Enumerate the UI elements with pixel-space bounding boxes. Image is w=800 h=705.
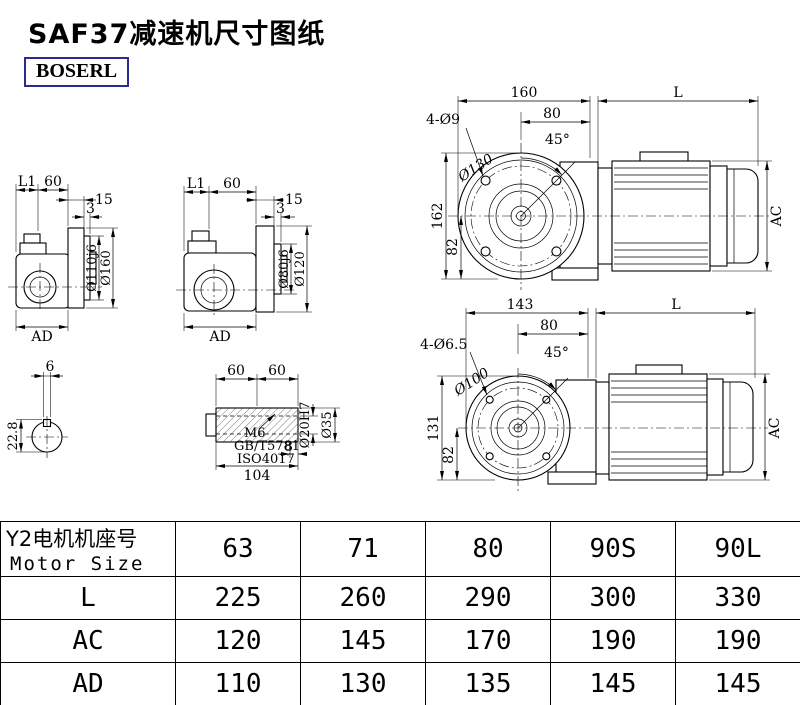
label-thread: M6 xyxy=(244,426,266,441)
row-label-L: L xyxy=(0,576,176,620)
dim-bore: Ø20H7 xyxy=(298,402,313,449)
dim-outer-dia: Ø35 xyxy=(320,411,335,438)
row-label-AD: AD xyxy=(0,662,176,705)
dim-width: 160 xyxy=(511,85,538,101)
label-standard-gb: GB/T5781 xyxy=(234,439,300,454)
motor-size-label-cn: Y2电机机座号 xyxy=(6,527,138,551)
dim-ad: AD xyxy=(30,329,52,345)
view-shaft-end: 6 22.8 xyxy=(6,359,68,458)
AD-value: 110 xyxy=(175,662,301,705)
L-value: 300 xyxy=(550,576,676,620)
dim-80: 80 xyxy=(543,106,561,122)
dim-key-height: 22.8 xyxy=(6,422,21,451)
fan-cover xyxy=(722,381,754,473)
dim-flange-dia: Ø160 xyxy=(99,250,114,285)
AD-value: 145 xyxy=(550,662,676,705)
table-row-AC: AC 120 145 170 190 190 xyxy=(0,619,800,663)
dim-8: 8 xyxy=(284,439,293,455)
technical-drawing: L1 60 15 3 Ø110j6 Ø160 AD xyxy=(6,85,785,492)
view-side-flange-120: L1 60 15 3 Ø80j6 Ø120 AD xyxy=(176,176,312,345)
dim-l1: L1 xyxy=(18,174,36,190)
dim-holes: 4-Ø9 xyxy=(426,112,460,128)
row-label-AC: AC xyxy=(0,619,176,663)
dim-ac: AC xyxy=(767,418,783,440)
L-value: 260 xyxy=(300,576,426,620)
dim-height: 131 xyxy=(426,415,442,442)
view-hollow-shaft-detail: 60 60 M6 GB/T5781 ISO4017 8 104 Ø20H7 Ø3… xyxy=(205,363,340,484)
motor-body xyxy=(608,373,708,481)
dim-104: 104 xyxy=(244,468,271,484)
dim-half-height: 82 xyxy=(441,446,457,464)
AC-value: 190 xyxy=(550,619,676,663)
dimension-table: Y2电机机座号 Motor Size 63 71 80 90S 90L L 22… xyxy=(0,521,800,705)
AD-value: 130 xyxy=(300,662,426,705)
view-front-motor-top: 45° 160 L 80 4-Ø9 Ø130 162 82 AC xyxy=(426,85,785,290)
dim-angle: 45° xyxy=(544,345,569,361)
AC-value: 145 xyxy=(300,619,426,663)
motor-size-header-cell: Y2电机机座号 Motor Size xyxy=(0,521,176,577)
dim-pilot-dia: Ø80j6 xyxy=(277,249,292,289)
AD-value: 135 xyxy=(425,662,551,705)
motor-size-value: 90L xyxy=(675,521,800,577)
table-row-L: L 225 260 290 300 330 xyxy=(0,576,800,620)
label-standard-iso: ISO4017 xyxy=(237,452,295,467)
dim-60: 60 xyxy=(44,174,62,190)
dim-ac: AC xyxy=(769,206,785,228)
dim-width: 143 xyxy=(507,297,534,313)
dim-height: 162 xyxy=(430,203,446,230)
flange-plate xyxy=(67,227,85,309)
AC-value: 120 xyxy=(175,619,301,663)
motor-size-label-en: Motor Size xyxy=(10,553,145,575)
dim-seg2: 60 xyxy=(268,363,286,379)
L-value: 330 xyxy=(675,576,800,620)
page-title: SAF37减速机尺寸图纸 xyxy=(28,19,326,50)
dim-3: 3 xyxy=(86,201,95,217)
L-value: 290 xyxy=(425,576,551,620)
dim-15: 15 xyxy=(285,192,303,208)
dim-60: 60 xyxy=(223,176,241,192)
L-value: 225 xyxy=(175,576,301,620)
brand-logo: BOSERL xyxy=(24,57,130,87)
dim-pilot-dia: Ø110j6 xyxy=(85,244,100,292)
AC-value: 170 xyxy=(425,619,551,663)
table-row-motor-size: Y2电机机座号 Motor Size 63 71 80 90S 90L xyxy=(0,521,800,577)
dim-15: 15 xyxy=(95,192,113,208)
dim-seg1: 60 xyxy=(227,363,245,379)
flange-plate xyxy=(255,225,275,313)
view-side-flange-160: L1 60 15 3 Ø110j6 Ø160 AD xyxy=(8,174,118,345)
dim-ad: AD xyxy=(208,329,230,345)
dim-flange-dia: Ø120 xyxy=(293,251,308,286)
motor-size-value: 80 xyxy=(425,521,551,577)
dim-motor-length: L xyxy=(671,297,680,313)
dim-80: 80 xyxy=(540,318,558,334)
dim-angle: 45° xyxy=(545,132,570,148)
AC-value: 190 xyxy=(675,619,800,663)
dim-key-width: 6 xyxy=(46,359,55,375)
motor-size-value: 63 xyxy=(175,521,301,577)
AD-value: 145 xyxy=(675,662,800,705)
table-row-AD: AD 110 130 135 145 145 xyxy=(0,662,800,705)
motor-size-value: 90S xyxy=(550,521,676,577)
view-front-motor-bottom: 45° 143 L 80 4-Ø6.5 Ø100 131 82 AC xyxy=(420,297,783,492)
dim-3: 3 xyxy=(276,201,285,217)
dim-half-height: 82 xyxy=(445,238,461,256)
motor-size-value: 71 xyxy=(300,521,426,577)
dim-l1: L1 xyxy=(187,176,205,192)
dim-holes: 4-Ø6.5 xyxy=(420,337,467,353)
dim-motor-length: L xyxy=(673,85,682,101)
threaded-shaft xyxy=(215,407,299,443)
